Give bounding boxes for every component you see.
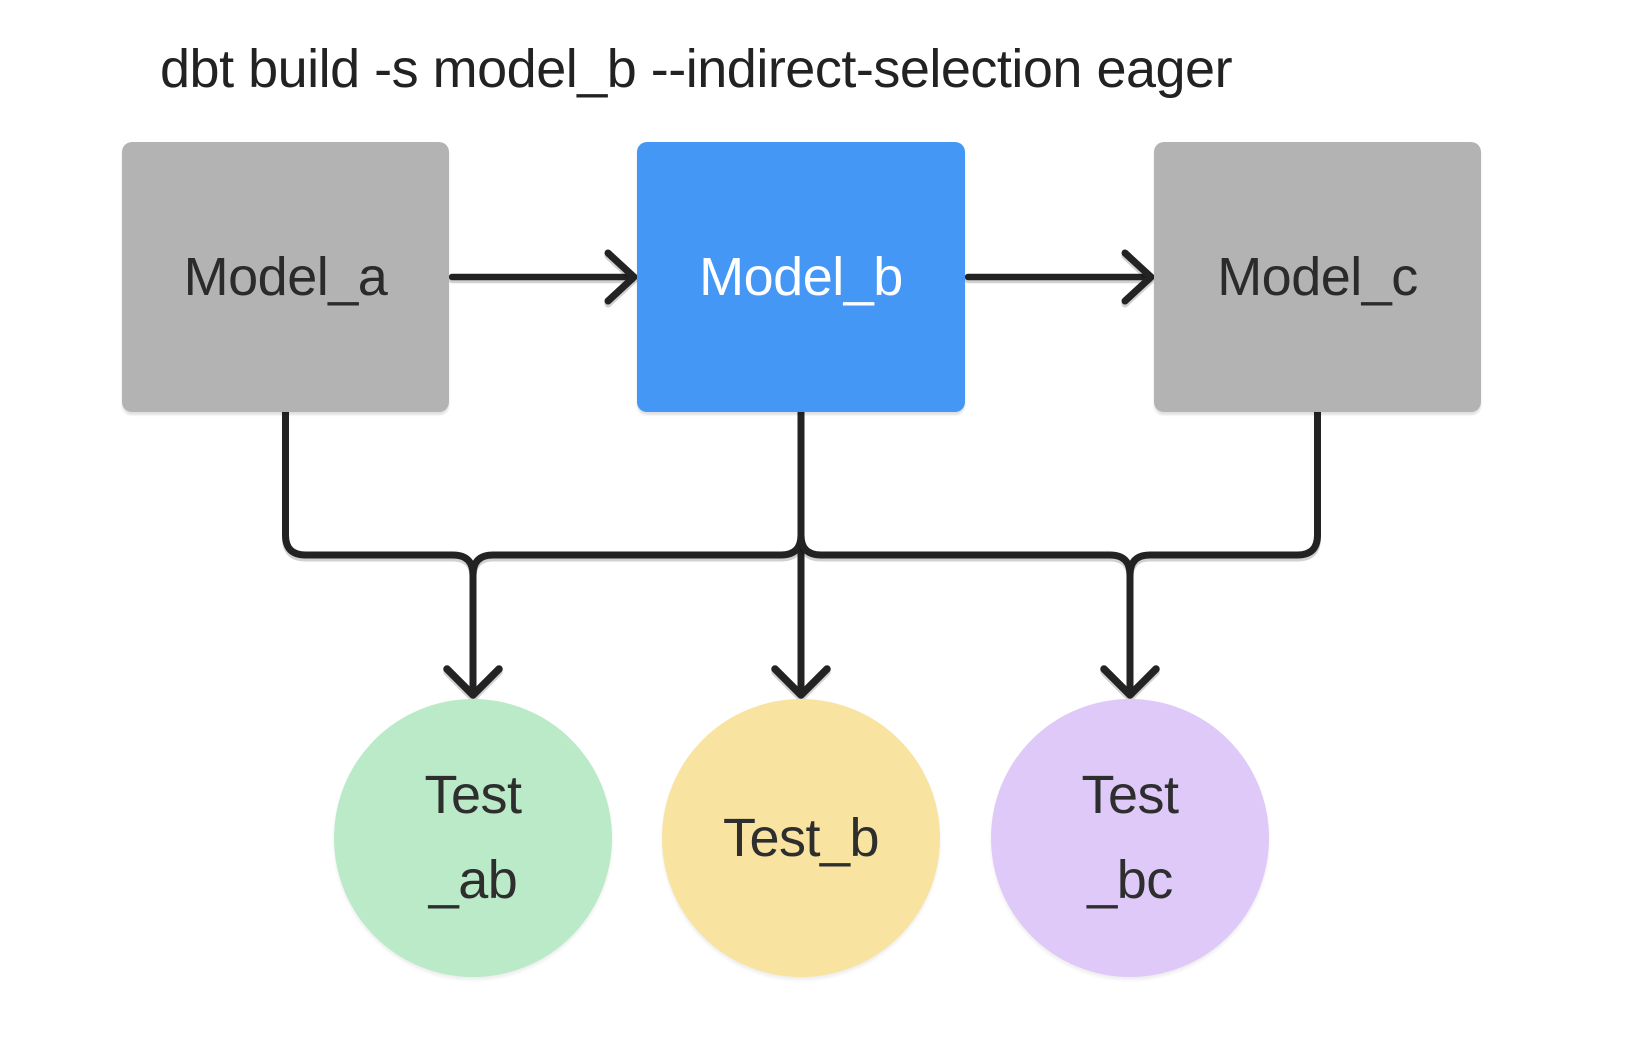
edge-model-b-to-model-c: [964, 249, 1155, 305]
edge-model-a-to-test-ab: [282, 408, 477, 695]
node-test-ab: Test _ab: [334, 699, 612, 977]
edge-model-c-to-test-bc: [1126, 408, 1321, 695]
node-test-ab-label-line1: Test: [424, 765, 522, 825]
arrowhead-down-icon: [1100, 665, 1160, 699]
diagram-title: dbt build -s model_b --indirect-selectio…: [160, 39, 1233, 99]
node-model-a: Model_a: [122, 142, 449, 412]
edges-models-to-tests: [282, 408, 1321, 699]
node-test-bc-label-line2: _bc: [1087, 850, 1173, 910]
node-test-bc-label-line1: Test: [1081, 765, 1179, 825]
node-test-ab-label-line2: _ab: [428, 850, 518, 910]
node-model-a-label: Model_a: [183, 247, 388, 307]
arrowhead-down-icon: [443, 665, 503, 699]
arrowhead-right-icon: [1121, 249, 1155, 305]
edge-model-b-to-test-bc: [797, 408, 1134, 695]
node-model-b-label: Model_b: [699, 247, 903, 307]
edge-model-a-to-model-b: [448, 249, 638, 305]
arrowhead-down-icon: [771, 665, 831, 699]
node-test-bc: Test _bc: [991, 699, 1269, 977]
node-test-b-label: Test_b: [722, 807, 880, 868]
arrowhead-right-icon: [604, 249, 638, 305]
node-test-b: Test_b: [662, 699, 940, 977]
node-model-b-selected: Model_b: [637, 142, 965, 412]
edge-model-b-to-test-ab: [469, 408, 805, 695]
node-model-c: Model_c: [1154, 142, 1481, 412]
node-model-c-label: Model_c: [1217, 247, 1418, 307]
